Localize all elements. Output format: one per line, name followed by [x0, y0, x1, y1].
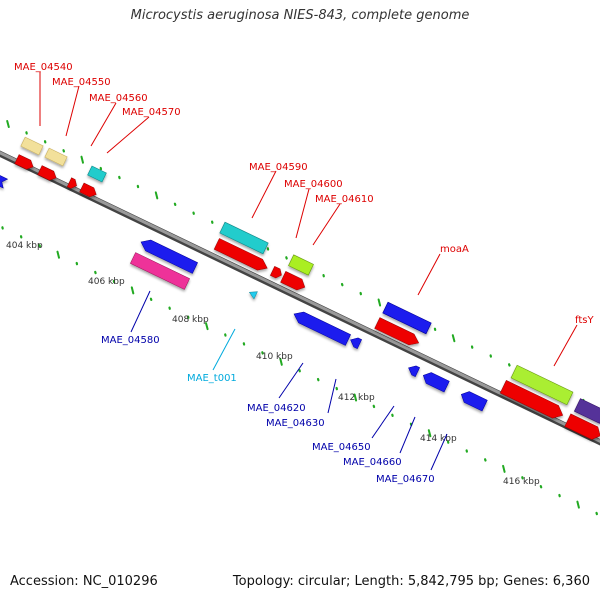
tick-mark	[502, 464, 506, 473]
label-MAE_04600[interactable]: MAE_04600	[284, 179, 343, 190]
gene-arrow-04570[interactable]	[79, 182, 99, 199]
label-MAE_04620[interactable]: MAE_04620	[247, 403, 306, 414]
scale-label-410: 410 kbp	[256, 352, 293, 362]
scale-label-416: 416 kbp	[503, 477, 540, 487]
label-MAE_04590[interactable]: MAE_04590	[249, 162, 308, 173]
tick-mark	[130, 286, 135, 295]
gene-moaA-box[interactable]	[382, 301, 432, 335]
gene-MAE_04550-box[interactable]	[44, 147, 68, 167]
gene-ftsY-next-box[interactable]	[573, 398, 600, 424]
gene-arrow-04550[interactable]	[37, 165, 59, 183]
tick-mark	[427, 429, 432, 438]
tick-mark	[6, 120, 10, 128]
gene-arrow-04600[interactable]	[269, 265, 283, 279]
gene-MAE_04580-pink[interactable]	[130, 252, 190, 290]
gene-MAE_04660[interactable]	[421, 370, 450, 393]
gene-MAE_04560-box[interactable]	[87, 165, 107, 183]
reverse-labels: MAE_04580 MAE_t001 MAE_04620 MAE_04630 M…	[101, 335, 435, 485]
gene-MAE_04540-box[interactable]	[20, 136, 44, 156]
tick-mark	[154, 191, 159, 200]
gene-arrow-04610[interactable]	[280, 271, 308, 292]
gene-MAE_04580-blue[interactable]	[138, 237, 198, 274]
gene-MAE_04650[interactable]	[406, 363, 421, 378]
label-MAE_04650[interactable]: MAE_04650	[312, 442, 371, 453]
tick-mark	[353, 393, 358, 402]
gene-ftsY-box[interactable]	[510, 364, 574, 406]
scale-label-404: 404 kbp	[6, 241, 43, 251]
scale-label-414: 414 kbp	[420, 434, 457, 444]
scale-label-406: 406 kbp	[88, 277, 125, 287]
gene-MAE_04630[interactable]	[348, 335, 363, 350]
gene-arrow-moaA[interactable]	[374, 317, 422, 349]
tick-mark	[80, 155, 84, 164]
gene-edge-left[interactable]	[0, 173, 9, 189]
tick-mark	[279, 357, 283, 366]
gene-MAE_04670[interactable]	[459, 389, 488, 412]
label-MAE_t001[interactable]: MAE_t001	[187, 373, 237, 384]
gene-MAE_04610-box[interactable]	[288, 254, 314, 276]
tick-mark	[205, 322, 209, 331]
tick-mark	[451, 334, 456, 343]
gene-MAE_04590-box[interactable]	[219, 221, 269, 255]
label-leaders	[39, 72, 578, 471]
label-MAE_04540[interactable]: MAE_04540	[14, 62, 73, 73]
scale-label-408: 408 kbp	[172, 315, 209, 325]
label-ftsY[interactable]: ftsY	[575, 315, 594, 326]
label-moaA[interactable]: moaA	[440, 244, 469, 255]
label-MAE_04560[interactable]: MAE_04560	[89, 93, 148, 104]
label-MAE_04670[interactable]: MAE_04670	[376, 474, 435, 485]
scale-labels: 404 kbp 406 kbp 408 kbp 410 kbp 412 kbp …	[6, 241, 540, 487]
tick-mark	[576, 500, 580, 509]
scale-label-412: 412 kbp	[338, 393, 375, 403]
topology-text: Topology: circular; Length: 5,842,795 bp…	[232, 574, 590, 589]
reverse-genes	[0, 173, 488, 412]
forward-labels: MAE_04540 MAE_04550 MAE_04560 MAE_04570 …	[14, 62, 594, 326]
gene-arrow-ftsY-next[interactable]	[564, 413, 600, 442]
gene-arrow-04540[interactable]	[14, 154, 36, 172]
gene-MAE_04620[interactable]	[291, 309, 351, 346]
label-MAE_04550[interactable]: MAE_04550	[52, 77, 111, 88]
inner-tick-dots	[1, 226, 599, 516]
map-title: Microcystis aeruginosa NIES-843, complet…	[130, 8, 470, 23]
label-MAE_04570[interactable]: MAE_04570	[122, 107, 181, 118]
tick-mark	[56, 250, 60, 259]
label-MAE_04660[interactable]: MAE_04660	[343, 457, 402, 468]
label-MAE_04580[interactable]: MAE_04580	[101, 335, 160, 346]
label-MAE_04630[interactable]: MAE_04630	[266, 418, 325, 429]
label-MAE_04610[interactable]: MAE_04610	[315, 194, 374, 205]
gene-arrow-04560[interactable]	[66, 177, 79, 190]
accession-text: Accession: NC_010296	[10, 574, 158, 589]
gene-MAE_t001[interactable]	[248, 289, 258, 300]
tick-mark	[377, 298, 382, 307]
forward-genes	[14, 136, 600, 442]
gene-arrow-ftsY[interactable]	[499, 380, 566, 421]
gene-arrow-04590[interactable]	[213, 238, 270, 273]
